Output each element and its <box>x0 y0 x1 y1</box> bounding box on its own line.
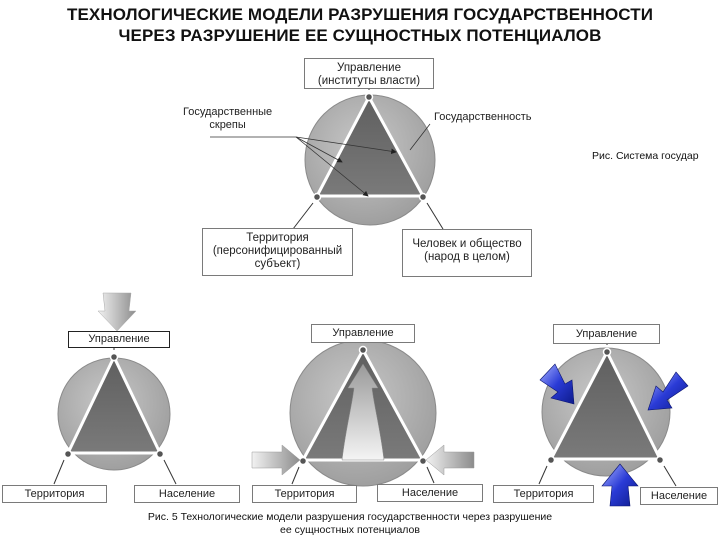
model-3-diagram <box>538 343 689 507</box>
label-skrepy: Государственные скрепы <box>183 106 272 132</box>
box-territoriya-line3: субъект) <box>254 258 301 270</box>
model-3-naselenie: Население <box>640 487 718 505</box>
box-upravlenie-line1: Управление <box>337 62 401 74</box>
figure-caption: Рис. 5 Технологические модели разрушения… <box>100 511 600 537</box>
box-chelovek-line1: Человек и общество <box>412 238 522 250</box>
model-2-territoriya: Территория <box>252 485 357 503</box>
side-caption: Рис. Система государ <box>592 150 699 162</box>
model-2-naselenie: Население <box>377 484 483 502</box>
model-1-naselenie: Население <box>134 485 240 503</box>
model-3-upravlenie: Управление <box>553 324 660 344</box>
label-skrepy-line2: скрепы <box>209 119 246 131</box>
box-chelovek-line2: (народ в целом) <box>424 251 510 263</box>
box-territoriya-top: Территория (персонифицированный субъект) <box>202 228 353 276</box>
title-line-2: ЧЕРЕЗ РАЗРУШЕНИЕ ЕЕ СУЩНОСТНЫХ ПОТЕНЦИАЛ… <box>118 26 602 45</box>
model-2-upravlenie: Управление <box>311 324 415 343</box>
box-upravlenie-line2: (институты власти) <box>317 75 421 87</box>
top-triangle-diagram <box>210 82 444 230</box>
title-line-1: ТЕХНОЛОГИЧЕСКИЕ МОДЕЛИ РАЗРУШЕНИЯ ГОСУДА… <box>66 5 654 24</box>
model-1-territoriya: Территория <box>2 485 107 503</box>
label-skrepy-line1: Государственные <box>183 106 273 118</box>
blue-arrow-icon <box>601 463 639 507</box>
box-territoriya-line1: Территория <box>246 232 309 244</box>
page-title: ТЕХНОЛОГИЧЕСКИЕ МОДЕЛИ РАЗРУШЕНИЯ ГОСУДА… <box>0 4 720 46</box>
model-1-diagram <box>53 292 177 485</box>
gray-right-arrow-icon <box>251 444 301 476</box>
model-3-territoriya: Территория <box>493 485 594 503</box>
model-1-upravlenie: Управление <box>68 331 170 348</box>
box-upravlenie-top: Управление (институты власти) <box>304 58 434 89</box>
model-2-diagram <box>251 339 475 487</box>
box-chelovek-top: Человек и общество (народ в целом) <box>402 229 532 277</box>
blue-arrow-icon <box>539 363 575 405</box>
gray-down-arrow-icon <box>97 292 137 332</box>
up-arrow-icon <box>341 363 385 461</box>
box-territoriya-line2: (персонифицированный <box>212 245 343 257</box>
label-gosudarstvennost: Государственность <box>434 111 532 123</box>
blue-arrow-icon <box>647 371 689 411</box>
gray-left-arrow-icon <box>425 444 475 476</box>
caption-line2: ее сущностных потенциалов <box>280 524 420 536</box>
caption-line1: Рис. 5 Технологические модели разрушения… <box>147 511 553 523</box>
